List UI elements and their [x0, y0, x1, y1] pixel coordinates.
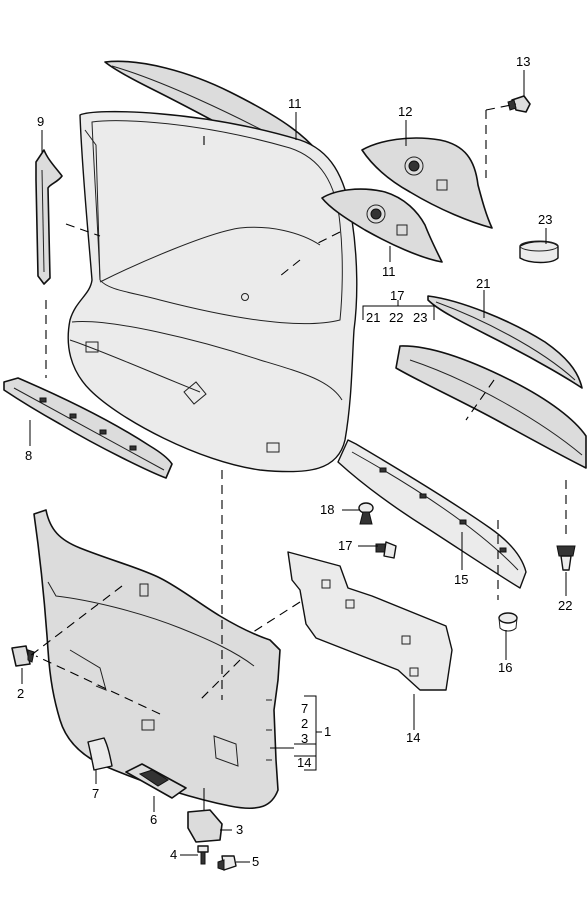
callout-16: 16: [498, 660, 512, 675]
part-17-bolt: [375, 541, 397, 559]
callout-14-group: 14: [297, 755, 311, 770]
callout-22-group: 22: [389, 310, 403, 325]
part-22-spoiler: [395, 345, 587, 469]
part-6-handle-tray: [125, 763, 187, 799]
part-1-lower-trim: [33, 509, 281, 810]
callout-10: 11: [288, 96, 302, 111]
callout-9: 9: [37, 114, 44, 129]
callout-23-group: 23: [413, 310, 427, 325]
callout-13: 13: [516, 54, 530, 69]
callout-11: 11: [382, 264, 396, 279]
callout-2: 2: [17, 686, 24, 701]
part-22-fastener: [556, 545, 576, 571]
callout-14: 14: [406, 730, 420, 745]
part-11-panel: [321, 188, 443, 263]
part-23-tape-roll: [519, 240, 559, 264]
callout-21-group: 21: [366, 310, 380, 325]
part-16-grommet: [498, 612, 518, 632]
leader-lines: [21, 70, 567, 863]
callout-7: 7: [92, 786, 99, 801]
callout-8: 8: [25, 448, 32, 463]
part-14-insulation: [287, 551, 453, 691]
callout-3: 3: [236, 822, 243, 837]
callout-12: 12: [398, 104, 412, 119]
part-8-rail: [3, 377, 173, 479]
part-13-clip: [507, 95, 531, 113]
part-5-nut-clip: [217, 855, 237, 871]
part-15-carrier: [337, 439, 527, 589]
callout-17: 17: [338, 538, 352, 553]
part-21-spoiler-strip: [427, 295, 583, 389]
callout-21: 21: [476, 276, 490, 291]
callout-15: 15: [454, 572, 468, 587]
alignment-lines: [29, 103, 567, 715]
part-12-panel: [361, 137, 493, 229]
part-18-screw: [358, 502, 374, 525]
callout-18: 18: [320, 502, 334, 517]
callout-20: 17: [390, 288, 404, 303]
callout-3-group: 3: [301, 731, 308, 746]
callout-2-group: 2: [301, 716, 308, 731]
callout-labels: 11 12 13 9 11 23 21 17 21 22 23 8 18 17 …: [17, 54, 572, 869]
callout-22: 22: [558, 598, 572, 613]
callout-4: 4: [170, 847, 177, 862]
part-2-clip: [11, 645, 35, 667]
callout-5: 5: [252, 854, 259, 869]
callout-7-group: 7: [301, 701, 308, 716]
callout-23: 23: [538, 212, 552, 227]
tailgate-panel: [67, 110, 358, 473]
part-3-handle: [187, 809, 223, 843]
callout-6: 6: [150, 812, 157, 827]
part-9-side-trim: [35, 149, 63, 285]
part-4-screw: [197, 845, 209, 865]
callout-1: 1: [324, 724, 331, 739]
part-7-cap: [87, 737, 113, 771]
